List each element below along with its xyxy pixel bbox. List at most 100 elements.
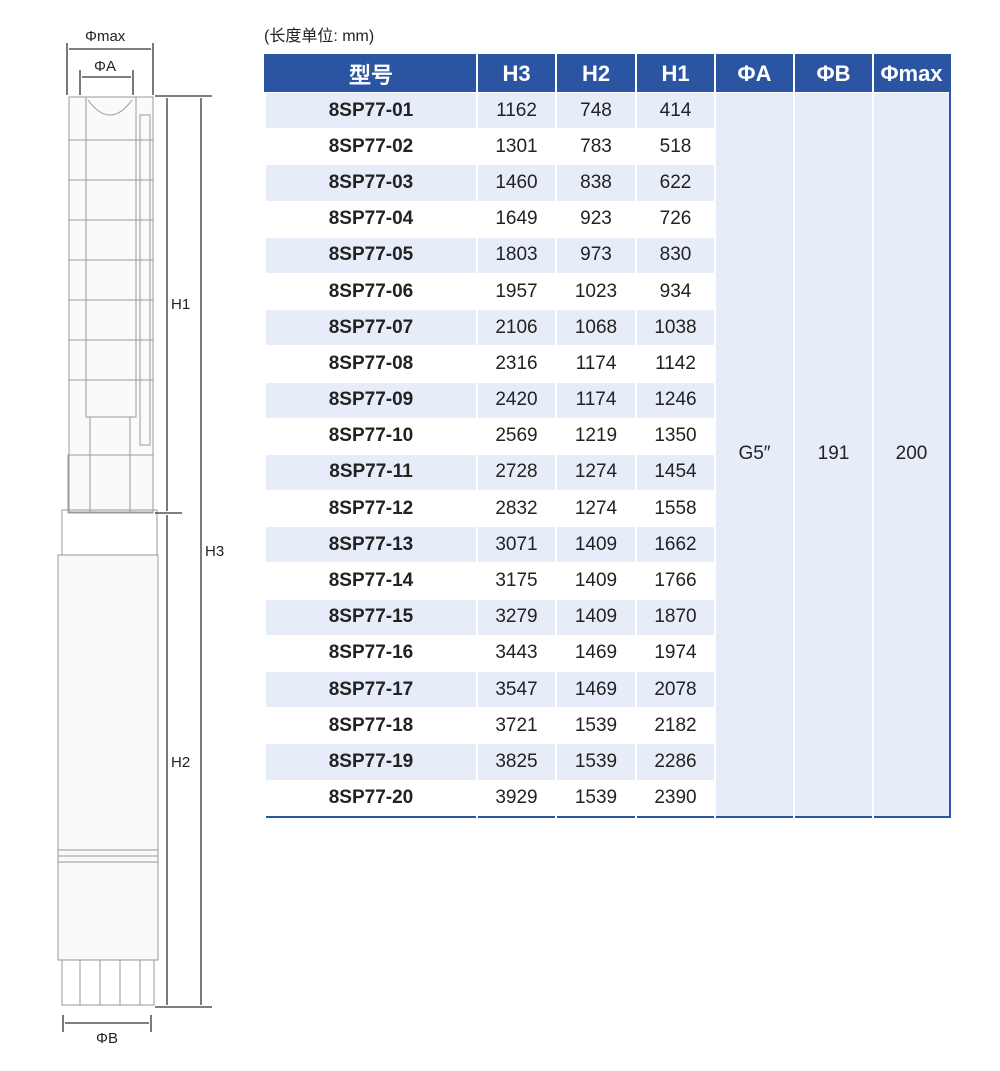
cell-h1: 1454 <box>635 453 715 491</box>
header-h1: H1 <box>635 55 715 93</box>
table-header: 型号 H3 H2 H1 ΦA ΦB Φmax <box>265 55 950 93</box>
cell-model: 8SP77-10 <box>264 417 477 455</box>
cell-h2: 1174 <box>555 381 636 419</box>
cell-h3: 2420 <box>476 381 556 419</box>
cell-h3: 2316 <box>476 345 556 382</box>
phi-b-label: ΦB <box>96 1030 118 1047</box>
cell-h3: 3279 <box>476 598 556 636</box>
cell-model: 8SP77-15 <box>264 598 477 636</box>
cell-h2: 1469 <box>555 670 636 708</box>
cell-h1: 1142 <box>635 345 715 382</box>
cell-model: 8SP77-14 <box>264 562 477 600</box>
cell-model: 8SP77-16 <box>264 634 477 672</box>
cell-h1: 1974 <box>635 634 715 672</box>
cell-model: 8SP77-18 <box>264 707 477 744</box>
cell-h2: 1409 <box>555 598 636 636</box>
phi-a-label: ΦA <box>94 58 116 75</box>
cell-model: 8SP77-09 <box>264 381 477 419</box>
cell-h1: 414 <box>635 91 715 129</box>
h1-label: H1 <box>171 296 191 313</box>
cell-phi-max: 200 <box>872 91 950 817</box>
cell-h1: 830 <box>635 236 715 274</box>
cell-h2: 1539 <box>555 779 636 817</box>
header-phi-b: ΦB <box>793 55 873 93</box>
cell-h3: 3825 <box>476 743 556 781</box>
cell-h2: 1023 <box>555 272 636 310</box>
unit-note: (长度单位: mm) <box>264 28 375 45</box>
cell-phi-a: G5″ <box>714 91 794 817</box>
cell-h3: 3175 <box>476 562 556 600</box>
cell-model: 8SP77-02 <box>264 128 477 165</box>
cell-h3: 3547 <box>476 670 556 708</box>
cell-model: 8SP77-01 <box>264 91 477 129</box>
cell-model: 8SP77-11 <box>264 453 477 491</box>
cell-h2: 1068 <box>555 309 636 346</box>
cell-h2: 1274 <box>555 453 636 491</box>
cell-h1: 934 <box>635 272 715 310</box>
cell-model: 8SP77-04 <box>264 200 477 238</box>
cell-model: 8SP77-17 <box>264 670 477 708</box>
header-phi-a: ΦA <box>714 55 794 93</box>
cell-h2: 1219 <box>555 417 636 455</box>
pump-drawing <box>57 43 212 1032</box>
cell-h1: 1246 <box>635 381 715 419</box>
phi-max-label: Φmax <box>85 28 126 45</box>
cell-h2: 1409 <box>555 526 636 563</box>
cell-h3: 2569 <box>476 417 556 455</box>
cell-h3: 1162 <box>476 91 556 129</box>
cell-h3: 3071 <box>476 526 556 563</box>
cell-h3: 1649 <box>476 200 556 238</box>
cell-h3: 3929 <box>476 779 556 817</box>
cell-h1: 2390 <box>635 779 715 817</box>
cell-h3: 2106 <box>476 309 556 346</box>
cell-h3: 1301 <box>476 128 556 165</box>
cell-h2: 1174 <box>555 345 636 382</box>
cell-h3: 1803 <box>476 236 556 274</box>
cell-h2: 1409 <box>555 562 636 600</box>
cell-model: 8SP77-06 <box>264 272 477 310</box>
cell-h2: 748 <box>555 91 636 129</box>
cell-h3: 3721 <box>476 707 556 744</box>
cell-h1: 518 <box>635 128 715 165</box>
cell-h3: 1957 <box>476 272 556 310</box>
cell-h3: 2728 <box>476 453 556 491</box>
cell-h1: 1766 <box>635 562 715 600</box>
cell-h3: 3443 <box>476 634 556 672</box>
cell-h1: 1038 <box>635 309 715 346</box>
h3-label: H3 <box>205 543 225 560</box>
cell-model: 8SP77-20 <box>264 779 477 817</box>
cell-h2: 923 <box>555 200 636 238</box>
header-h2: H2 <box>555 55 636 93</box>
cell-model: 8SP77-12 <box>264 490 477 527</box>
cell-h1: 2078 <box>635 670 715 708</box>
cell-h2: 1539 <box>555 743 636 781</box>
cell-model: 8SP77-13 <box>264 526 477 563</box>
cell-phi-b: 191 <box>793 91 873 817</box>
cell-model: 8SP77-05 <box>264 236 477 274</box>
cell-h2: 973 <box>555 236 636 274</box>
cell-h1: 1350 <box>635 417 715 455</box>
cell-h2: 1274 <box>555 490 636 527</box>
header-model: 型号 <box>265 55 477 93</box>
cell-h2: 838 <box>555 164 636 202</box>
cell-h1: 726 <box>635 200 715 238</box>
cell-h1: 2286 <box>635 743 715 781</box>
cell-h1: 622 <box>635 164 715 202</box>
